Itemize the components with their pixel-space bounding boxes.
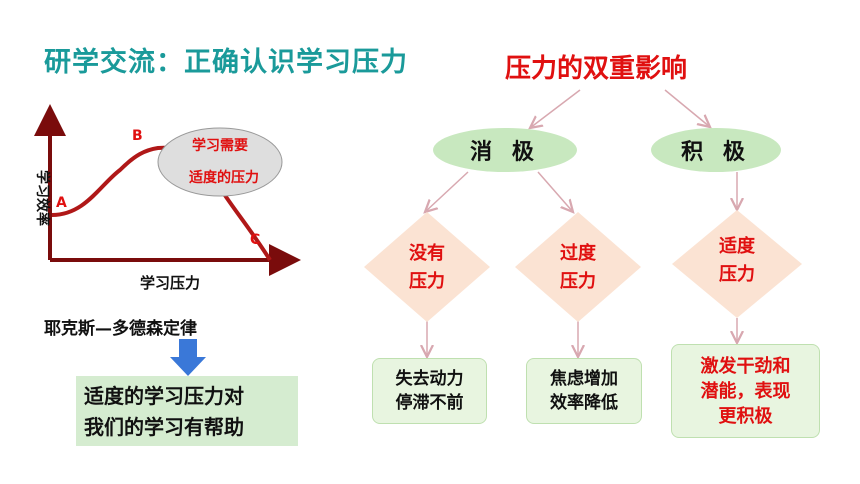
performance-curve (51, 145, 272, 262)
callout-line1: 学习需要 (192, 137, 248, 154)
law-name: 耶克斯—多德森定律 (44, 319, 197, 339)
excess-pressure-result-line1: 焦虑增加 (550, 369, 618, 389)
diamond-moderate-pressure (672, 210, 802, 318)
moderate-pressure-line1: 适度 (719, 236, 755, 257)
moderate-result-line3: 更积极 (718, 405, 773, 427)
excess-pressure-result: 焦虑增加 效率降低 (526, 358, 642, 424)
point-a-label: A (56, 195, 67, 211)
no-pressure-line1: 没有 (409, 243, 445, 264)
moderate-result-line1: 激发干劲和 (700, 355, 791, 377)
x-axis-label: 学习压力 (140, 274, 200, 292)
moderate-pressure-result: 激发干劲和 潜能，表现 更积极 (671, 344, 820, 438)
diamond-no-pressure (364, 212, 490, 322)
callout-bubble (157, 127, 283, 197)
conclusion-box: 适度的学习压力对 我们的学习有帮助 (76, 376, 298, 446)
y-axis-label: 学习效率 (34, 170, 51, 226)
no-pressure-text: 没有 压力 (387, 240, 467, 296)
negative-node: 消 极 (433, 128, 577, 172)
no-pressure-result-line1: 失去动力 (395, 369, 464, 389)
excess-pressure-text: 过度 压力 (538, 240, 618, 296)
yerkes-dodson-chart: A B C 学习需要 适度的压力 学习压力 学习效率 (30, 104, 301, 300)
callout-line2: 适度的压力 (189, 169, 259, 186)
diagram-title: 压力的双重影响 (505, 54, 688, 84)
diamond-excess-pressure (515, 212, 641, 322)
conclusion-line1: 适度的学习压力对 (84, 384, 244, 408)
down-arrow-icon (170, 339, 206, 376)
excess-pressure-line1: 过度 (560, 243, 596, 264)
excess-pressure-line2: 压力 (560, 271, 596, 292)
conclusion-line2: 我们的学习有帮助 (84, 415, 244, 439)
no-pressure-result: 失去动力 停滞不前 (372, 358, 487, 424)
point-b-label: B (132, 128, 143, 144)
moderate-pressure-line2: 压力 (719, 264, 755, 285)
no-pressure-result-line2: 停滞不前 (395, 393, 464, 413)
no-pressure-line2: 压力 (409, 271, 445, 292)
page-title: 研学交流：正确认识学习压力 (44, 47, 408, 78)
point-c-label: C (250, 232, 260, 248)
moderate-pressure-text: 适度 压力 (697, 233, 777, 289)
positive-label: 积 极 (681, 140, 751, 165)
positive-node: 积 极 (651, 128, 781, 172)
excess-pressure-result-line2: 效率降低 (550, 393, 618, 413)
moderate-result-line2: 潜能，表现 (700, 380, 791, 402)
negative-label: 消 极 (470, 140, 540, 165)
